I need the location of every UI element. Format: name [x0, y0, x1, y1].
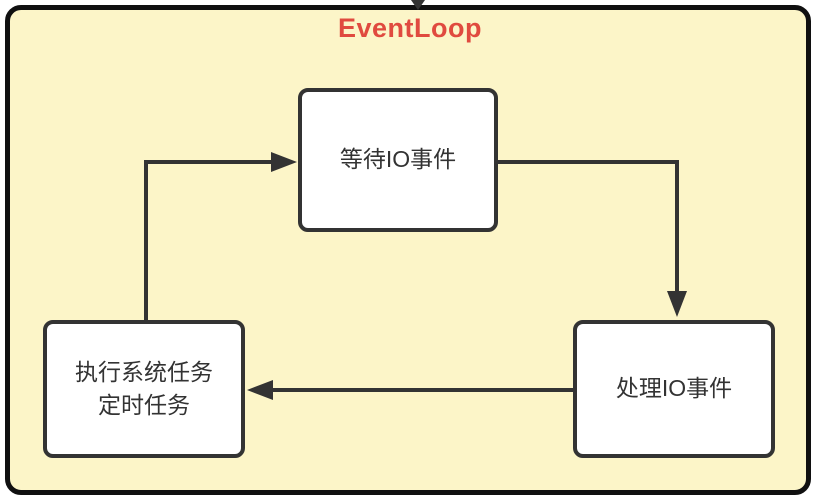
- node-process-io-label: 处理IO事件: [615, 375, 733, 402]
- node-system-tasks-label-line1: 执行系统任务: [75, 358, 213, 385]
- node-wait-io: 等待IO事件: [298, 88, 498, 232]
- diagram-title: EventLoop: [338, 13, 482, 43]
- node-wait-io-label: 等待IO事件: [339, 146, 457, 173]
- node-process-io: 处理IO事件: [573, 320, 775, 458]
- node-system-tasks: 执行系统任务 定时任务: [43, 320, 245, 458]
- node-system-tasks-label-line2: 定时任务: [98, 392, 190, 418]
